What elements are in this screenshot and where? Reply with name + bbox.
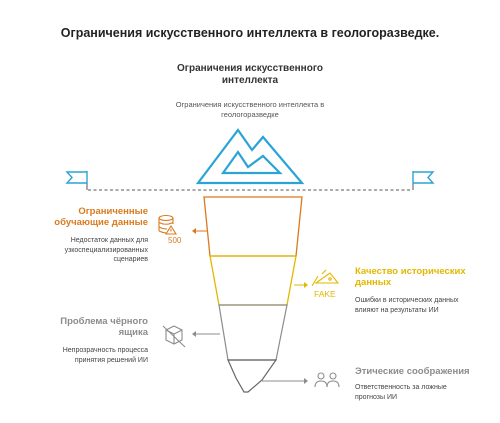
- people-icon: [314, 372, 340, 388]
- layer-1-title: Ограниченные обучающие данные: [54, 206, 148, 228]
- arrow-layer-3: [192, 331, 220, 337]
- black-box-icon: [162, 325, 186, 348]
- layer-3-description: Непрозрачность процесса принятия решений…: [62, 347, 148, 364]
- data-warning-icon: [158, 214, 177, 235]
- layer-3-title: Проблема чёрного ящика: [60, 316, 148, 338]
- tip-title: Ограничения искусственного интеллекта: [177, 63, 323, 86]
- iceberg-tip: [195, 128, 305, 185]
- left-flag-icon: [65, 171, 88, 190]
- arrow-layer-4: [262, 378, 308, 384]
- layer-1-description: Недостаток данных для узкоспециализирова…: [64, 237, 148, 263]
- arrow-layer-1: [192, 228, 208, 234]
- iceberg-layer-3: [218, 304, 288, 361]
- data-warning-icon-label: 500: [168, 236, 182, 245]
- layer-4-description: Ответственность за ложные прогнозы ИИ: [355, 384, 447, 401]
- fake-tag-icon-label: FAKE: [314, 289, 336, 299]
- arrow-layer-2: [294, 282, 308, 288]
- iceberg-layer-4: [227, 359, 278, 393]
- fake-tag-icon: [311, 269, 340, 287]
- iceberg-layer-1: [203, 196, 303, 257]
- iceberg-layer-2: [209, 255, 297, 306]
- tip-description: Ограничения искусственного интеллекта в …: [175, 100, 325, 119]
- layer-2-description: Ошибки в исторических данных влияют на р…: [355, 297, 459, 314]
- right-flag-icon: [412, 171, 435, 190]
- page-title: Ограничения искусственного интеллекта в …: [60, 26, 440, 40]
- layer-2-title: Качество исторических данных: [355, 266, 466, 288]
- layer-4-title: Этические соображения: [355, 366, 470, 377]
